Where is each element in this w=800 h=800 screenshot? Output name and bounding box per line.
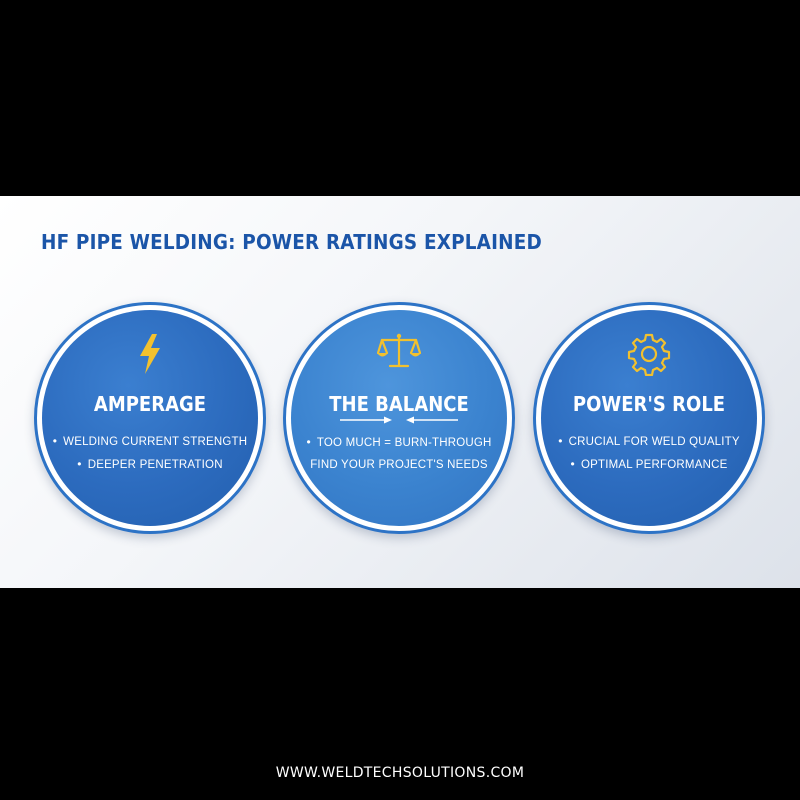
powers-role-card: POWER'S ROLE •Crucial for weld quality •… [533, 302, 765, 534]
bullet-item: •Welding current strength [52, 434, 248, 448]
bullet-item: •Optimal performance [570, 457, 728, 471]
amperage-card: AMPERAGE •Welding current strength •Deep… [34, 302, 266, 534]
balance-scale-icon [376, 332, 422, 375]
bullet-item: •Too much = Burn-through [306, 435, 492, 449]
bullet-item: •Crucial for weld quality [558, 434, 740, 448]
left-arrow-icon [406, 416, 458, 424]
infographic-title: HF PIPE WELDING: POWER RATINGS EXPLAINED [41, 230, 542, 254]
infographic-panel: HF PIPE WELDING: POWER RATINGS EXPLAINED… [0, 196, 800, 588]
balance-card: THE BALANCE •Too much = Burn-through Fin… [283, 302, 515, 534]
bullet-item: Find your project's needs [310, 459, 488, 471]
balance-arrows [291, 416, 507, 424]
website-url[interactable]: WWW.WELDTECHSOLUTIONS.COM [275, 765, 525, 781]
card-heading: THE BALANCE [329, 392, 469, 416]
right-arrow-icon [340, 416, 392, 424]
lightning-bolt-icon [135, 332, 165, 381]
card-heading: AMPERAGE [93, 392, 207, 416]
bullet-item: •Deeper penetration [77, 457, 223, 471]
gear-icon [627, 332, 671, 381]
card-heading: POWER'S ROLE [572, 392, 726, 416]
